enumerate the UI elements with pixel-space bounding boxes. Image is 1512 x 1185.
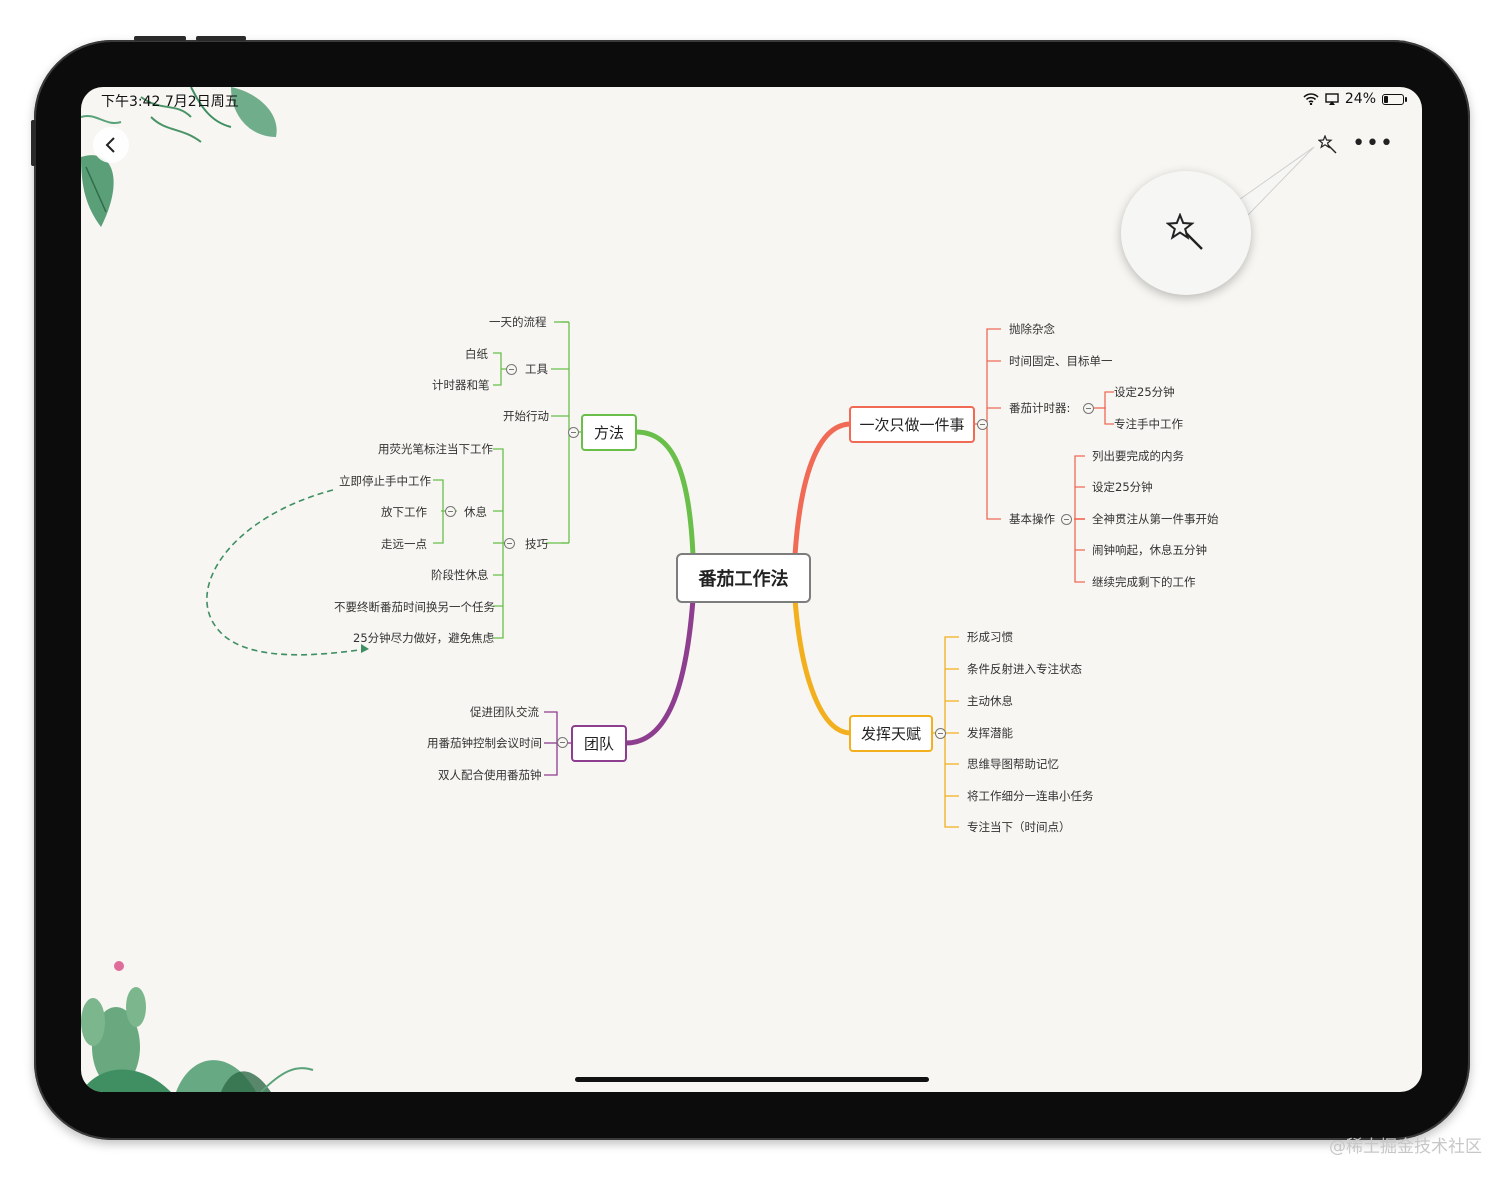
list-item[interactable]: 工具 (525, 362, 548, 376)
list-item[interactable]: 专注手中工作 (1114, 417, 1183, 431)
collapse-toggle-basic-ops[interactable] (1061, 514, 1072, 525)
collapse-toggle-team[interactable] (557, 737, 568, 748)
list-item[interactable]: 计时器和笔 (432, 378, 490, 392)
battery-percent: 24% (1344, 91, 1376, 107)
collapse-toggle-talent[interactable] (935, 728, 946, 739)
magic-wand-button[interactable] (1317, 134, 1338, 160)
list-item[interactable]: 设定25分钟 (1092, 480, 1153, 494)
list-item[interactable]: 条件反射进入专注状态 (967, 662, 1082, 676)
list-item[interactable]: 休息 (464, 505, 487, 519)
list-item[interactable]: 将工作细分一连串小任务 (967, 789, 1094, 803)
list-item[interactable]: 基本操作 (1009, 512, 1055, 526)
collapse-toggle-method[interactable] (568, 427, 579, 438)
wifi-icon (1303, 93, 1319, 105)
collapse-toggle-rest[interactable] (445, 506, 456, 517)
chevron-left-icon (105, 137, 115, 153)
collapse-toggle-tools[interactable] (506, 364, 517, 375)
list-item[interactable]: 闹钟响起，休息五分钟 (1092, 543, 1207, 557)
list-item[interactable]: 促进团队交流 (470, 705, 539, 719)
status-right-group: 24% (1303, 91, 1407, 107)
collapse-toggle-one-thing[interactable] (977, 419, 988, 430)
list-item[interactable]: 不要终断番茄时间换另一个任务 (334, 600, 495, 614)
list-item[interactable]: 白纸 (465, 347, 488, 361)
list-item[interactable]: 全神贯注从第一件事开始 (1092, 512, 1219, 526)
mindmap-connections (206, 321, 1114, 828)
battery-fill (1384, 95, 1389, 103)
list-item[interactable]: 继续完成剩下的工作 (1092, 575, 1196, 589)
list-item[interactable]: 双人配合使用番茄钟 (438, 768, 542, 782)
leaf-decoration-top-left (81, 87, 277, 227)
list-item[interactable]: 时间固定、目标单一 (1009, 354, 1113, 368)
battery-icon (1382, 93, 1407, 105)
list-item[interactable]: 用番茄钟控制会议时间 (427, 736, 542, 750)
magic-wand-icon (1317, 134, 1337, 154)
more-button[interactable]: ••• (1352, 131, 1394, 156)
branch-method-node[interactable]: 方法 (581, 414, 637, 451)
collapse-toggle-tips[interactable] (504, 538, 515, 549)
branch-team-node[interactable]: 团队 (571, 725, 627, 762)
list-item[interactable]: 技巧 (525, 537, 548, 551)
list-item[interactable]: 阶段性休息 (431, 568, 489, 582)
list-item[interactable]: 25分钟尽力做好，避免焦虑 (353, 631, 495, 645)
watermark: @稀土掘金技术社区 (1329, 1137, 1482, 1157)
list-item[interactable]: 列出要完成的内务 (1092, 449, 1184, 463)
list-item[interactable]: 主动休息 (967, 694, 1013, 708)
list-item[interactable]: 专注当下（时间点） (967, 820, 1071, 834)
screen: 下午3:42 7月2日周五 24% ••• (81, 87, 1422, 1092)
list-item[interactable]: 抛除杂念 (1009, 322, 1055, 336)
list-item[interactable]: 番茄计时器: (1009, 401, 1071, 415)
list-item[interactable]: 形成习惯 (967, 630, 1013, 644)
airplay-icon (1325, 93, 1339, 105)
list-item[interactable]: 思维导图帮助记忆 (967, 757, 1059, 771)
list-item[interactable]: 发挥潜能 (967, 726, 1013, 740)
device-button-top (134, 36, 186, 41)
collapse-toggle-timer[interactable] (1083, 403, 1094, 414)
cactus-decoration-bottom-left (81, 961, 314, 1092)
list-item[interactable]: 设定25分钟 (1114, 385, 1175, 399)
list-item[interactable]: 放下工作 (381, 505, 427, 519)
list-item[interactable]: 用荧光笔标注当下工作 (378, 442, 493, 456)
zoom-callout (1121, 171, 1251, 295)
status-time-date: 下午3:42 7月2日周五 (101, 94, 239, 110)
device-volume-button (31, 120, 36, 166)
list-item[interactable]: 走远一点 (381, 537, 427, 551)
list-item[interactable]: 一天的流程 (489, 315, 547, 329)
mindmap-center-node[interactable]: 番茄工作法 (676, 553, 811, 603)
list-item[interactable]: 开始行动 (503, 409, 549, 423)
device-button-top-2 (196, 36, 246, 41)
list-item[interactable]: 立即停止手中工作 (339, 474, 431, 488)
back-button[interactable] (93, 127, 129, 163)
home-indicator[interactable] (575, 1077, 929, 1082)
magic-wand-icon-zoomed (1166, 213, 1203, 250)
branch-one-thing-node[interactable]: 一次只做一件事 (849, 406, 975, 443)
branch-talent-node[interactable]: 发挥天赋 (849, 715, 933, 752)
